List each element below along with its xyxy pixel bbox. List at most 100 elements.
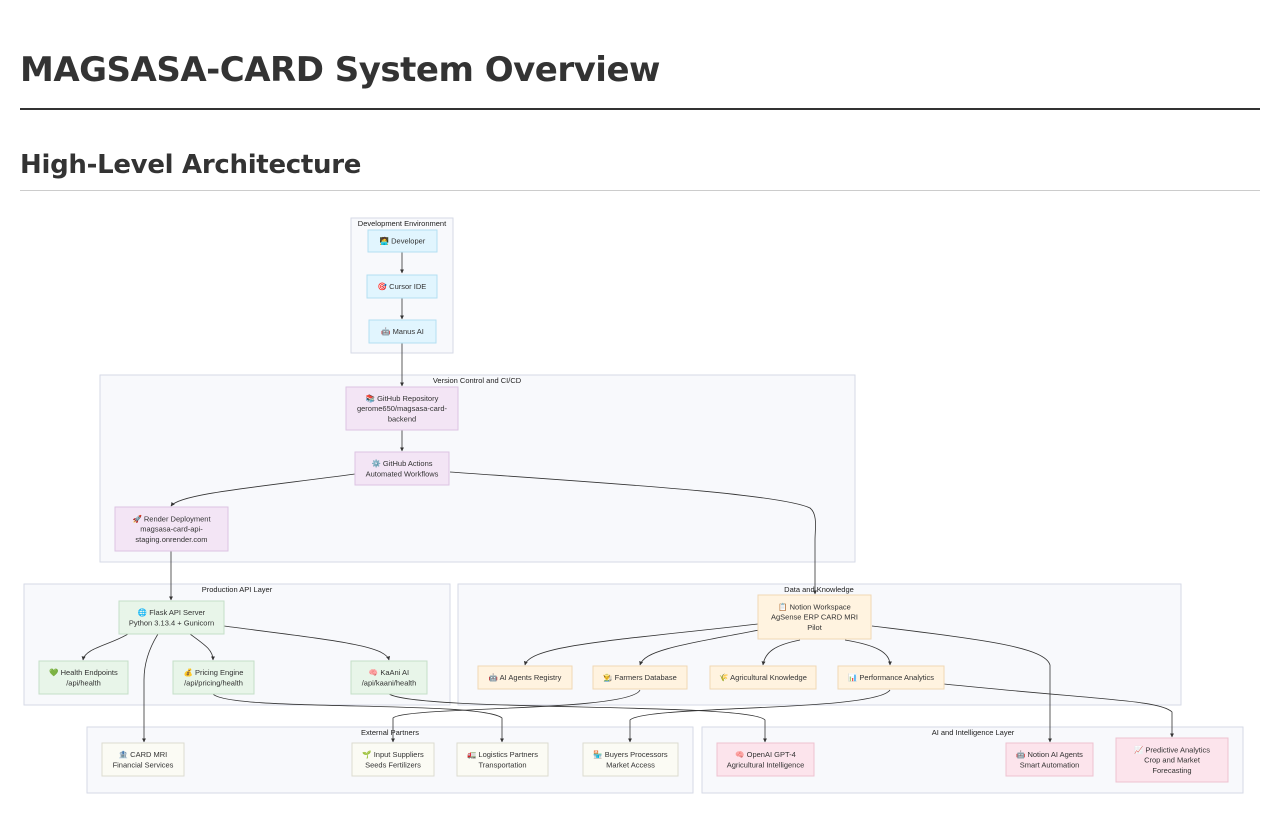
node-label-line: 🤖 Manus AI: [381, 327, 424, 336]
node-box: [709, 665, 817, 690]
node-label-line: 📋 Notion Workspace: [778, 602, 851, 611]
node-label-line: 🧠 OpenAI GPT-4: [735, 750, 796, 759]
node-label-line: magsasa-card-api-: [140, 525, 203, 534]
edge-notion-agentsregistry: [523, 623, 759, 666]
node-label-line: Seeds Fertilizers: [365, 760, 421, 769]
group-label-ext: External Partners: [361, 728, 419, 737]
node-box: [101, 742, 185, 777]
node-label-line: Market Access: [606, 760, 655, 769]
node-label-line: Financial Services: [113, 760, 174, 769]
node-label-line: gerome650/magsasa-card-: [357, 404, 448, 413]
group-label-dev: Development Environment: [358, 219, 447, 228]
node-label-line: 🚀 Render Deployment: [132, 514, 211, 523]
node-label-line: 📊 Performance Analytics: [848, 673, 934, 682]
node-label-line: Python 3.13.4 + Gunicorn: [129, 618, 214, 627]
group-label-vcs: Version Control and CI/CD: [433, 376, 522, 385]
node-github: 📚 GitHub Repositorygerome650/magsasa-car…: [345, 386, 459, 431]
edge-flask-health: [81, 633, 129, 661]
node-label-line: AgSense ERP CARD MRI: [771, 613, 858, 622]
node-box: [477, 665, 573, 690]
edge-flask-cardmri: [142, 633, 159, 743]
node-label-line: 🤖 Notion AI Agents: [1016, 750, 1083, 759]
node-box: [757, 594, 872, 640]
node-label-line: 📈 Predictive Analytics: [1134, 745, 1210, 754]
node-label-line: 🌾 Agricultural Knowledge: [719, 673, 807, 682]
node-label-line: backend: [388, 415, 416, 424]
group-label-data: Data and Knowledge: [784, 585, 854, 594]
node-box: [582, 742, 679, 777]
node-box: [345, 386, 459, 431]
node-box: [351, 742, 435, 777]
edge-notion-perf: [844, 639, 892, 666]
node-cursor: 🎯 Cursor IDE: [366, 274, 438, 299]
edge-farmers-logistics: [391, 689, 641, 743]
node-label-line: Pilot: [807, 623, 823, 632]
node-label-line: 🌐 Flask API Server: [138, 608, 206, 617]
section-divider: [20, 190, 1260, 191]
node-label-line: Automated Workflows: [366, 469, 439, 478]
edge-flask-pricing: [189, 633, 215, 661]
edge-actions-render: [170, 473, 356, 507]
node-label-line: /api/kaani/health: [362, 678, 417, 687]
node-ag-knowledge: 🌾 Agricultural Knowledge: [709, 665, 817, 690]
node-box: [172, 660, 255, 695]
node-label-line: 📚 GitHub Repository: [366, 394, 439, 403]
node-pricing: 💰 Pricing Engine/api/pricing/health: [172, 660, 255, 695]
node-box: [1115, 737, 1229, 783]
node-box: [38, 660, 129, 695]
node-label-line: 🏪 Buyers Processors: [593, 750, 668, 759]
node-box: [592, 665, 688, 690]
node-box: [114, 506, 229, 552]
node-label-line: 🚛 Logistics Partners: [467, 750, 538, 759]
edge-perf-buyers: [628, 689, 891, 743]
edges: [81, 252, 1174, 743]
node-label-line: Forecasting: [1152, 766, 1191, 775]
edge-notion-farmers: [639, 627, 771, 666]
node-box: [354, 451, 450, 486]
node-label-line: 🤖 AI Agents Registry: [489, 673, 562, 682]
node-label-line: Smart Automation: [1020, 760, 1080, 769]
node-label-line: 💰 Pricing Engine: [184, 668, 244, 677]
node-label-line: 💚 Health Endpoints: [49, 668, 118, 677]
node-label-line: Crop and Market: [1144, 756, 1201, 765]
title-divider: [20, 108, 1260, 110]
node-label-line: ⚙️ GitHub Actions: [371, 459, 432, 468]
node-render: 🚀 Render Deployment magsasa-card-api-stag…: [114, 506, 229, 552]
node-label-line: Agricultural Intelligence: [727, 760, 805, 769]
nodes: 🧑‍💻 Developer 🎯 Cursor IDE 🤖 Manus AI 📚 Git…: [38, 229, 1229, 783]
node-box: [1005, 742, 1094, 777]
section-title: High-Level Architecture: [20, 150, 362, 180]
node-label-line: 🌱 Input Suppliers: [362, 750, 424, 759]
edge-notion-notionagents: [871, 625, 1052, 743]
group-label-prod: Production API Layer: [202, 585, 273, 594]
node-agents-registry: 🤖 AI Agents Registry: [477, 665, 573, 690]
edge-perf-predictive: [943, 683, 1174, 738]
node-box: [366, 274, 438, 299]
node-box: [368, 319, 437, 344]
edge-actions-notion: [449, 471, 817, 595]
node-developer: 🧑‍💻 Developer: [367, 229, 438, 253]
edge-pricing-inputsuppliers: [212, 693, 504, 743]
node-label-line: Transportation: [478, 760, 526, 769]
group-label-ai: AI and Intelligence Layer: [932, 728, 1015, 737]
node-box: [837, 665, 945, 690]
node-label-line: 👨‍🌾 Farmers Database: [602, 673, 677, 682]
edge-kaani-openai: [388, 693, 767, 743]
node-label-line: staging.onrender.com: [135, 535, 207, 544]
node-health: 💚 Health Endpoints/api/health: [38, 660, 129, 695]
node-box: [350, 660, 428, 695]
edge-flask-kaani: [223, 625, 390, 661]
node-label-line: /api/pricing/health: [184, 678, 243, 687]
node-box: [367, 229, 438, 253]
node-farmers-db: 👨‍🌾 Farmers Database: [592, 665, 688, 690]
node-label-line: 🧠 KaAni AI: [369, 668, 409, 677]
